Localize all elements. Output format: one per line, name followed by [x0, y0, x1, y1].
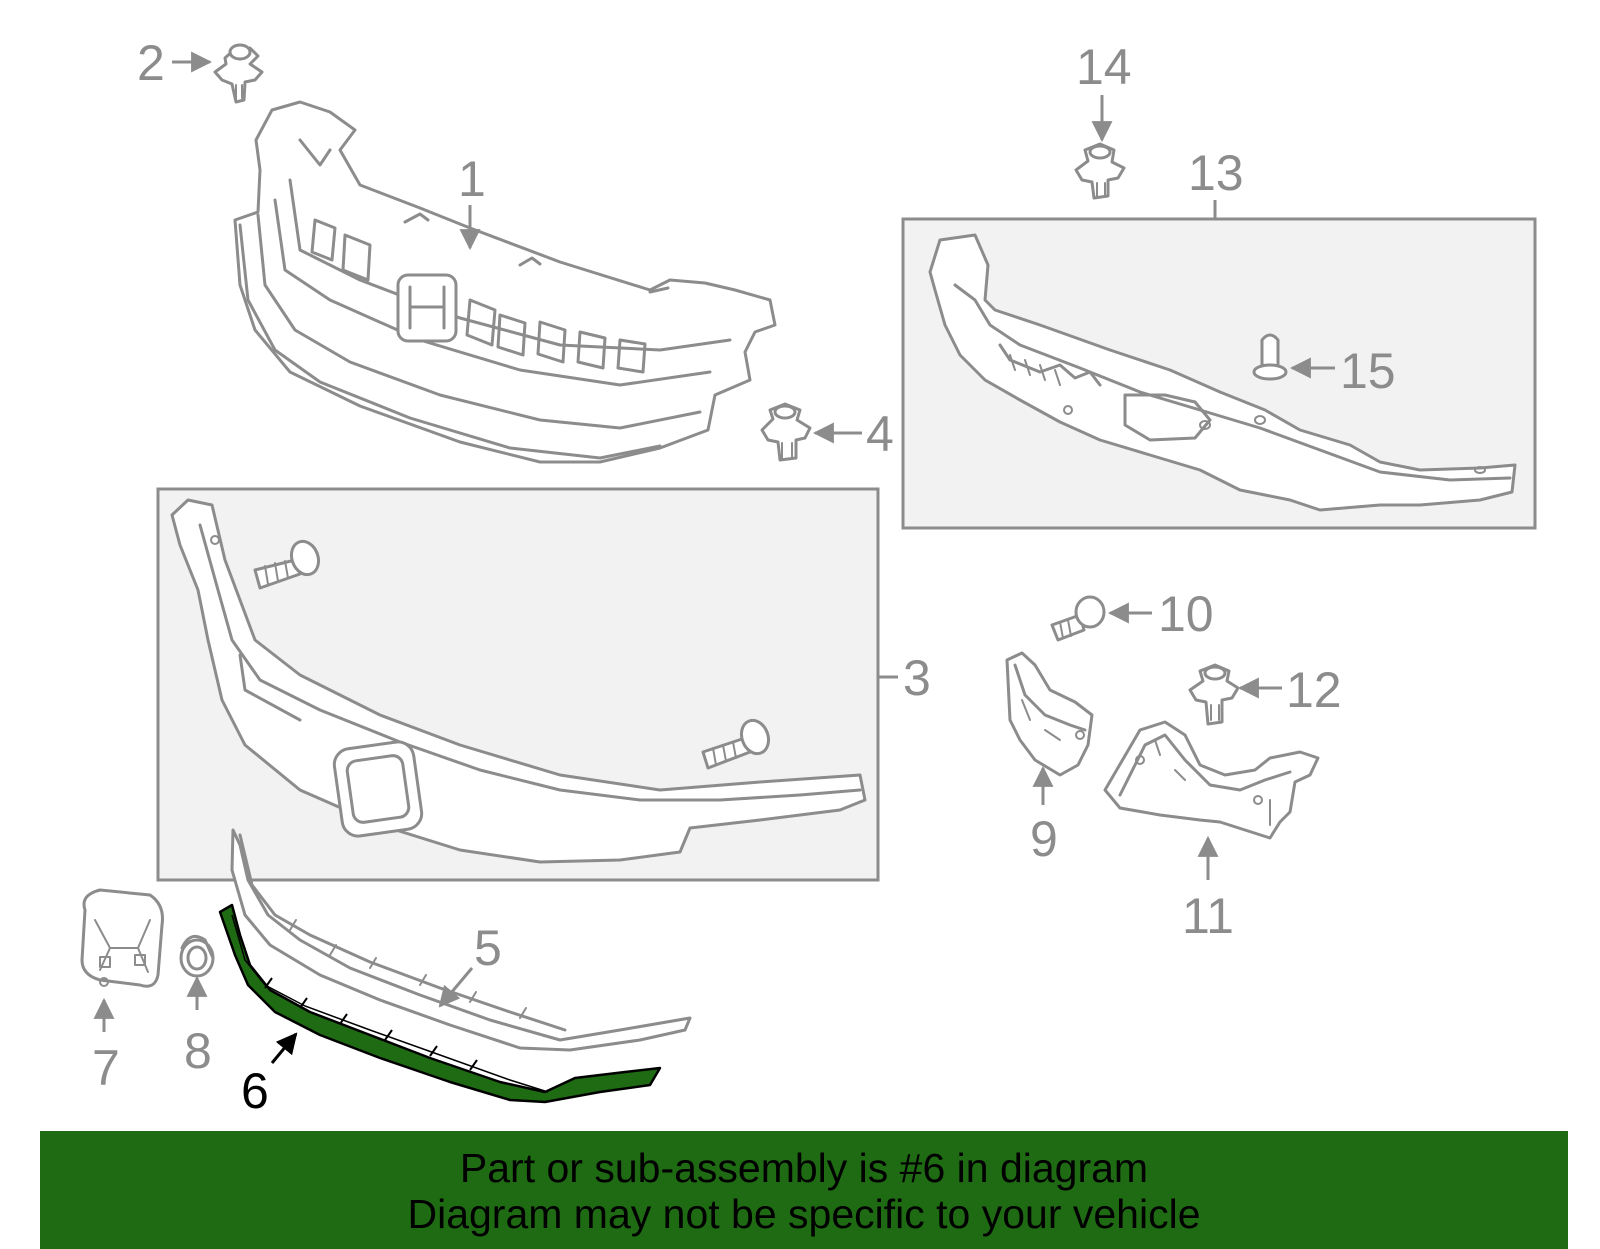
part-13-upper-cover [928, 233, 1517, 512]
part-6-highlighted-molding [218, 903, 662, 1104]
callout-7: 7 [92, 1040, 120, 1096]
callout-2: 2 [137, 35, 165, 91]
callout-13: 13 [1188, 145, 1244, 201]
callout-8: 8 [184, 1023, 212, 1079]
callout-12: 12 [1286, 662, 1342, 718]
part-info-banner: Part or sub-assembly is #6 in diagram Di… [40, 1131, 1568, 1249]
part-3-screw-left [253, 539, 321, 590]
callout-15: 15 [1340, 343, 1396, 399]
part-14-clip [1074, 142, 1126, 200]
part-1-grille [233, 100, 777, 464]
part-3-molding [170, 498, 867, 864]
leader-5 [438, 967, 474, 1008]
part-15-pin [1252, 333, 1288, 381]
part-2-clip [213, 43, 264, 104]
callout-4: 4 [866, 406, 894, 462]
callout-10: 10 [1158, 586, 1214, 642]
part-12-clip [1188, 663, 1240, 726]
callout-5: 5 [474, 920, 502, 976]
banner-part-line: Part or sub-assembly is #6 in diagram [459, 1145, 1149, 1191]
leader-6 [270, 1032, 298, 1064]
part-3-screw-right [701, 718, 771, 770]
part-5-lower-molding [230, 828, 692, 1052]
callout-1: 1 [458, 151, 486, 207]
part-11-bracket [1103, 720, 1320, 840]
callout-14: 14 [1076, 39, 1132, 95]
part-4-clip [760, 402, 812, 462]
callout-6: 6 [241, 1063, 269, 1119]
callout-11: 11 [1182, 888, 1234, 944]
part-8-grommet [179, 934, 215, 978]
banner-disclaimer-line: Diagram may not be specific to your vehi… [407, 1191, 1201, 1237]
part-7-emblem [80, 888, 164, 988]
part-10-bolt [1050, 595, 1106, 642]
part-9-bracket [1005, 651, 1094, 777]
callout-9: 9 [1030, 811, 1058, 867]
callout-3: 3 [903, 650, 931, 706]
